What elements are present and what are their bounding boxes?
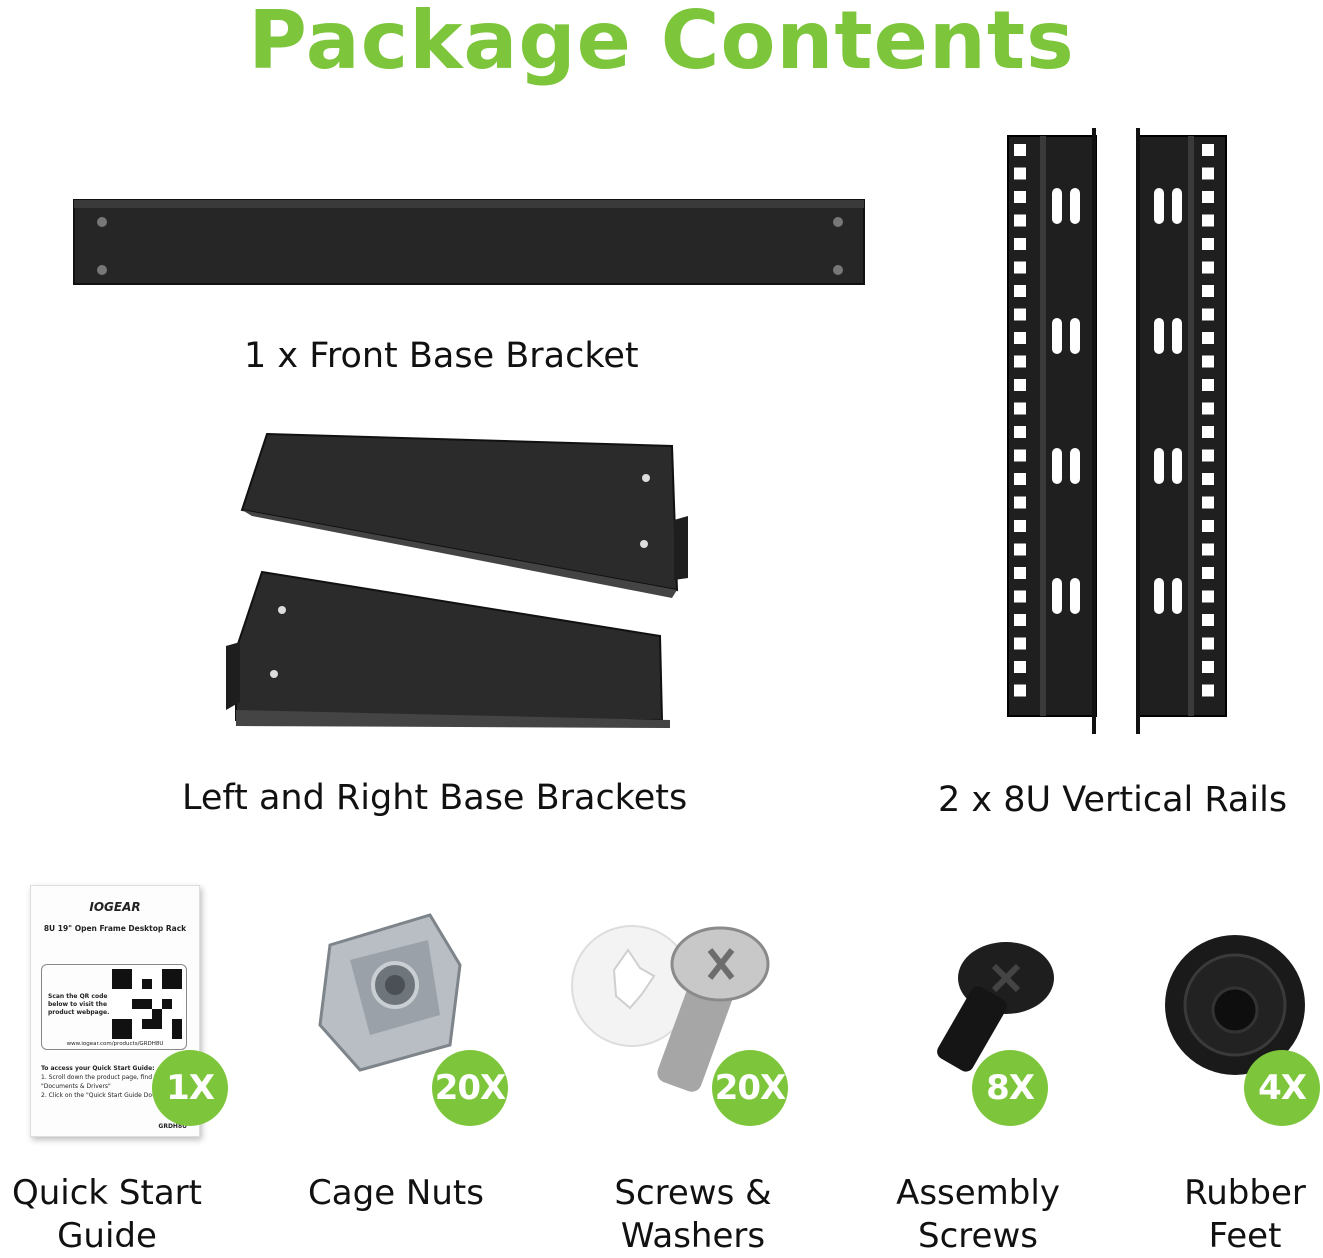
- quick-start-label: Quick Start Guide: [0, 1172, 214, 1258]
- assembly-label-line2: Screws: [918, 1216, 1038, 1256]
- guide-scan-text: Scan the QR code below to visit the prod…: [48, 993, 110, 1016]
- rubber-feet-label: Rubber Feet: [1150, 1172, 1323, 1258]
- assembly-screws-label: Assembly Screws: [872, 1172, 1084, 1258]
- guide-step-1: 1. Scroll down the product page, find th…: [41, 1074, 164, 1090]
- guide-url: www.iogear.com/products/GRDH8U: [66, 1041, 164, 1047]
- vertical-rails-image: [1004, 128, 1234, 740]
- front-base-bracket-image: [72, 196, 868, 288]
- guide-steps: To access your Quick Start Guide: 1. Scr…: [41, 1064, 191, 1100]
- cage-nuts-label-line1: Cage Nuts: [308, 1173, 484, 1213]
- screws-label-line1: Screws &: [614, 1173, 772, 1213]
- cage-nuts-count-badge: 20X: [432, 1050, 508, 1126]
- rubber-feet-label-line1: Rubber: [1184, 1173, 1306, 1213]
- guide-brand-logo: IOGEAR: [89, 900, 141, 914]
- page-title: Package Contents: [248, 0, 1075, 87]
- guide-product-name: 8U 19" Open Frame Desktop Rack: [43, 924, 187, 933]
- guide-steps-title: To access your Quick Start Guide:: [41, 1065, 155, 1072]
- quick-start-count-badge: 1X: [152, 1050, 228, 1126]
- screws-label: Screws & Washers: [586, 1172, 800, 1258]
- assembly-screw-image: [920, 932, 1060, 1072]
- vertical-rails-label: 2 x 8U Vertical Rails: [938, 780, 1288, 820]
- guide-qr-box: Scan the QR code below to visit the prod…: [41, 964, 187, 1050]
- qr-code-icon: [112, 969, 182, 1039]
- assembly-label-line1: Assembly: [896, 1173, 1060, 1213]
- cage-nuts-label: Cage Nuts: [286, 1172, 506, 1215]
- screw-and-washer-image: [570, 920, 790, 1095]
- rubber-feet-count-badge: 4X: [1244, 1050, 1320, 1126]
- side-base-brackets-label: Left and Right Base Brackets: [182, 778, 688, 818]
- guide-code: GRDH8U: [158, 1123, 187, 1130]
- screws-count-badge: 20X: [712, 1050, 788, 1126]
- quick-start-label-line2: Guide: [57, 1216, 157, 1256]
- side-base-brackets-image: [222, 430, 692, 730]
- front-base-bracket-label: 1 x Front Base Bracket: [244, 336, 639, 376]
- cage-nut-image: [310, 905, 470, 1075]
- guide-step-2: 2. Click on the "Quick Start Guide Downl…: [41, 1092, 191, 1099]
- assembly-screws-count-badge: 8X: [972, 1050, 1048, 1126]
- rubber-feet-label-line2: Feet: [1208, 1216, 1282, 1256]
- screws-label-line2: Washers: [620, 1216, 766, 1256]
- quick-start-label-line1: Quick Start: [11, 1173, 202, 1213]
- rubber-foot-image: [1160, 930, 1310, 1080]
